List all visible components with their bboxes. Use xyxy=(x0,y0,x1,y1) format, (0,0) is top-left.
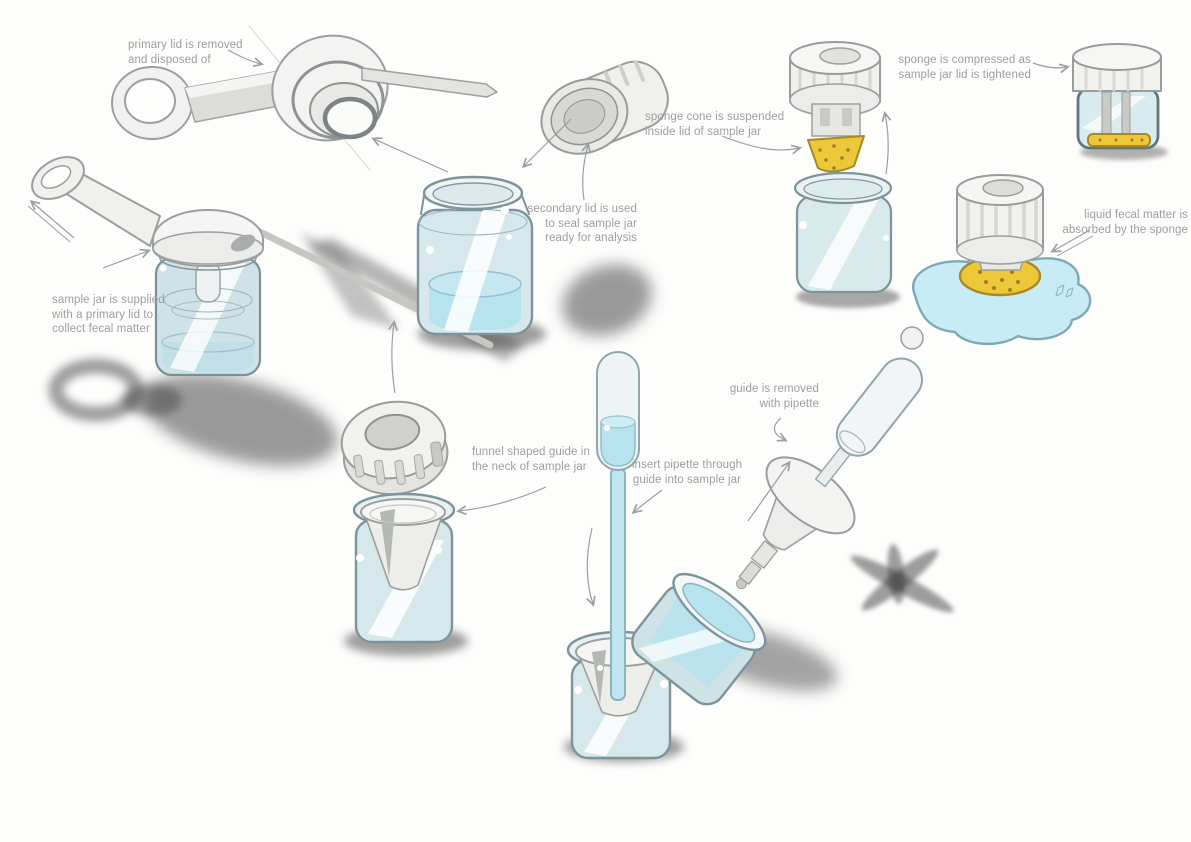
arrow-jar-to-removed-lid xyxy=(371,137,449,173)
leader-insert-pipette xyxy=(631,489,663,514)
annotation-sponge-compressed: sponge is compressed as sample jar lid i… xyxy=(898,54,1031,81)
compressed-sponge xyxy=(1087,133,1151,147)
arrow-lid-removal-direction xyxy=(29,199,75,239)
sponge-absorbing-puddle-sketch xyxy=(900,174,1092,350)
guide-removed-pipette-sketch xyxy=(631,357,923,706)
ring-lid xyxy=(340,400,449,496)
arrow-compressed-jar xyxy=(1032,62,1071,74)
scoop-blade xyxy=(361,67,498,98)
lid-inner-plug xyxy=(195,261,221,303)
leader-funnel-guide xyxy=(455,486,547,516)
annotation-arrows xyxy=(27,49,1094,607)
sponge-cone xyxy=(807,135,865,173)
arrow-up-to-secondary-lid xyxy=(581,142,592,201)
sponge-lid-over-jar-sketch xyxy=(789,41,893,294)
arrow-liquid-absorbed xyxy=(1050,229,1091,253)
empty-sample-jar-sketch xyxy=(416,175,534,336)
leader-sponge-cone xyxy=(721,135,803,155)
annotation-liquid-absorbed: liquid fecal matter is absorbed by the s… xyxy=(1062,209,1188,236)
annotation-funnel-guide: funnel shaped guide in the neck of sampl… xyxy=(472,446,590,473)
annotation-insert-pipette: insert pipette through guide into sample… xyxy=(631,459,743,486)
annotation-primary-lid-removed: primary lid is removed and disposed of xyxy=(128,39,243,66)
pipette-in-jar-sketch xyxy=(566,351,674,760)
annotation-sample-jar-supplied: sample jar is supplied with a primary li… xyxy=(52,294,165,336)
arrow-primary-lid xyxy=(227,49,264,68)
annotation-secondary-lid: secondary lid is used to seal sample jar… xyxy=(527,203,637,245)
funnel-guide-jar-sketch xyxy=(340,400,456,644)
annotation-guide-removed: guide is removed with pipette xyxy=(729,383,819,410)
arrow-pipette-down xyxy=(586,527,596,607)
arrow-funnel-to-jar xyxy=(388,319,398,394)
primary-lid-removed-sketch xyxy=(111,25,498,171)
pipette-bulb-removed xyxy=(835,357,923,457)
annotation-sponge-cone: sponge cone is suspended inside lid of s… xyxy=(645,111,785,138)
arrow-guide-removal-direction xyxy=(747,460,791,522)
arrow-lid-to-jar xyxy=(521,118,572,169)
compressed-sponge-jar-sketch xyxy=(1072,43,1162,150)
pipette-stem xyxy=(610,467,626,701)
leader-guide-removed xyxy=(773,417,788,442)
arrow-lid-onto-jar xyxy=(881,110,892,175)
arrow-sample-jar xyxy=(102,248,151,269)
secondary-lid-sketch xyxy=(540,60,669,155)
liquid-puddle xyxy=(912,249,1092,346)
